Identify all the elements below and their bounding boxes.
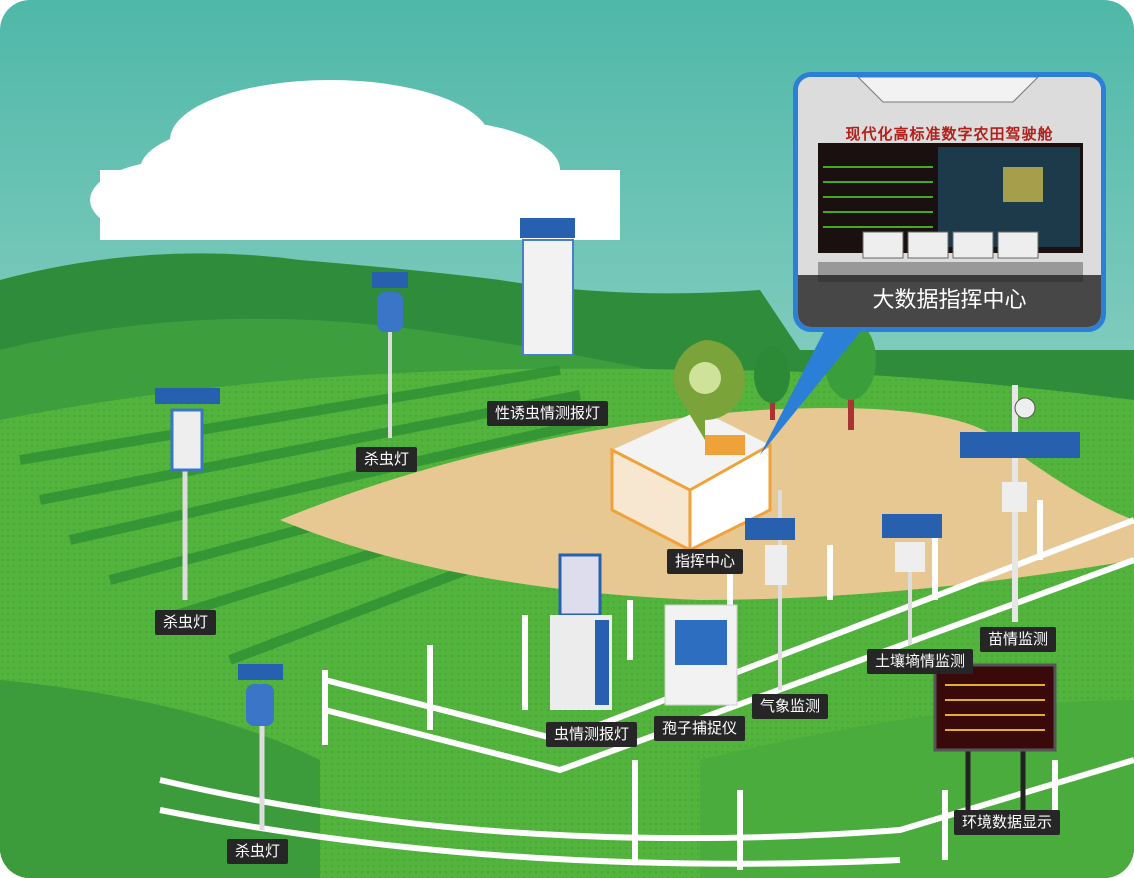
insect-lamp-1 (372, 272, 408, 438)
label-soil-moisture-monitor: 土壤墒情监测 (867, 649, 974, 674)
callout-pointer (760, 320, 870, 455)
label-seedling-monitor: 苗情监测 (980, 627, 1057, 652)
label-insect-lamp-3: 杀虫灯 (227, 839, 289, 864)
sex-pheromone-trap-device (520, 218, 575, 356)
cockpit-screen-title: 现代化高标准数字农田驾驶舱 (845, 125, 1054, 143)
clouds (90, 80, 620, 240)
label-env-data-display: 环境数据显示 (954, 810, 1061, 835)
label-insect-lamp-1: 杀虫灯 (356, 447, 418, 472)
field-bottom-left (0, 680, 320, 878)
label-weather-monitor: 气象监测 (752, 694, 829, 719)
label-sex-pheromone-trap: 性诱虫情测报灯 (487, 401, 609, 426)
spore-trap-device (664, 604, 738, 706)
label-command-center: 指挥中心 (667, 549, 744, 574)
weather-station-device (745, 490, 795, 690)
label-pest-forecast-lamp: 虫情测报灯 (546, 722, 638, 747)
seedling-monitor-device (960, 385, 1080, 622)
callout-caption: 大数据指挥中心 (798, 275, 1101, 327)
insect-lamp-3 (238, 664, 283, 830)
env-display-board (933, 663, 1057, 810)
label-insect-lamp-2: 杀虫灯 (155, 610, 217, 635)
command-center-building (610, 340, 772, 553)
soil-moisture-device (882, 514, 942, 645)
command-center-callout: 现代化高标准数字农田驾驶舱 大数据指挥中心 (793, 72, 1106, 332)
label-spore-trap: 孢子捕捉仪 (654, 716, 746, 741)
insect-lamp-2 (155, 388, 220, 600)
pest-forecast-lamp-device (550, 553, 612, 710)
